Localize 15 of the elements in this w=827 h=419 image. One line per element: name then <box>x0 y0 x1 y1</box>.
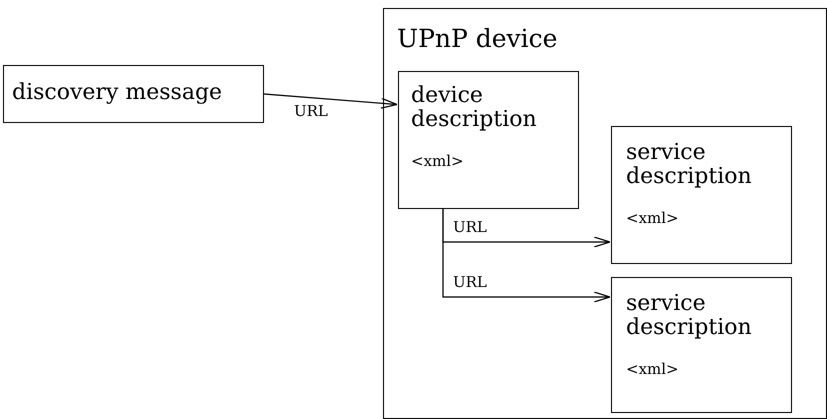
description-box <box>398 71 579 209</box>
discovery-box <box>3 65 264 123</box>
box-label: discovery message <box>12 81 222 105</box>
container-box <box>383 8 827 419</box>
box-label: device description <box>411 84 538 132</box>
arrow <box>442 208 611 303</box>
arrow <box>264 93 398 109</box>
format-label: <xml> <box>411 152 464 170</box>
container-title: UPnP device <box>397 25 558 53</box>
format-label: <xml> <box>626 209 679 227</box>
description-box <box>611 126 792 264</box>
box-label: service description <box>626 292 753 340</box>
box-label: service description <box>626 141 753 189</box>
format-label: <xml> <box>626 360 679 378</box>
description-box <box>611 277 792 413</box>
